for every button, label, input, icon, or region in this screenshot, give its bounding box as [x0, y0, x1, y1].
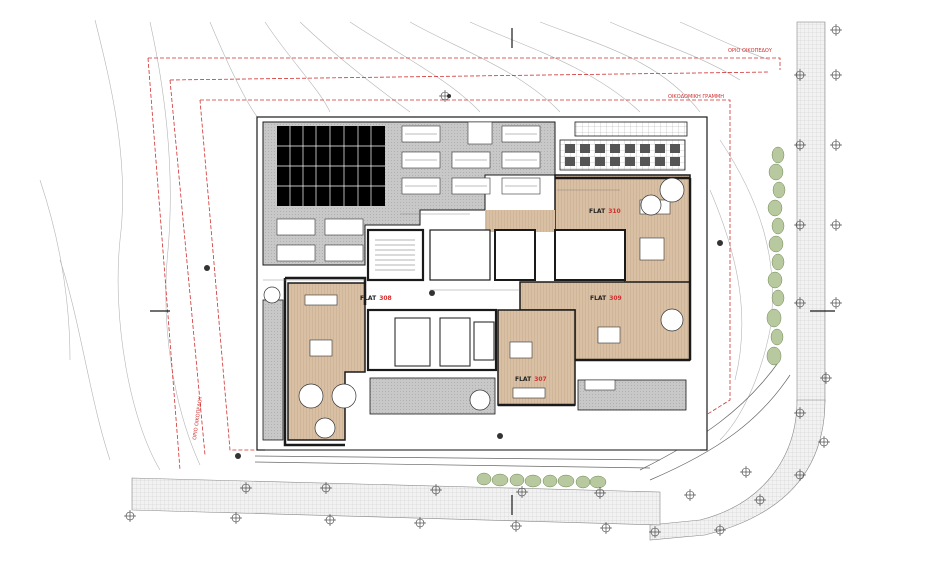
solar-panel-array: [277, 126, 385, 206]
round-elements: [263, 177, 685, 439]
main-walls: [283, 176, 692, 447]
boundary-label-left: ΟΡΙΟ ΟΙΚΟΠΕΔΟΥ: [192, 395, 204, 440]
level-markers: [124, 24, 842, 538]
trees-right: [766, 146, 786, 366]
stair: [375, 239, 415, 271]
ac-units: [559, 121, 688, 171]
terrain-contours: [39, 19, 773, 471]
boundary-label-right: ΟΙΚΟΔΟΜΙΚΗ ΓΡΑΜΜΗ: [668, 94, 724, 100]
spot-level-markers: [204, 94, 723, 459]
street-bottom: [131, 477, 661, 526]
building-core: [366, 228, 626, 372]
dimension-lines: [263, 189, 700, 451]
section-marks: [150, 28, 835, 515]
trees-bottom: [476, 472, 607, 489]
curb-lines: [254, 359, 791, 481]
collector-strokes: [405, 133, 537, 187]
boundary-label-top: ΟΡΙΟ ΟΙΚΟΠΕΔΟΥ: [728, 48, 773, 54]
street-right: [649, 21, 826, 541]
